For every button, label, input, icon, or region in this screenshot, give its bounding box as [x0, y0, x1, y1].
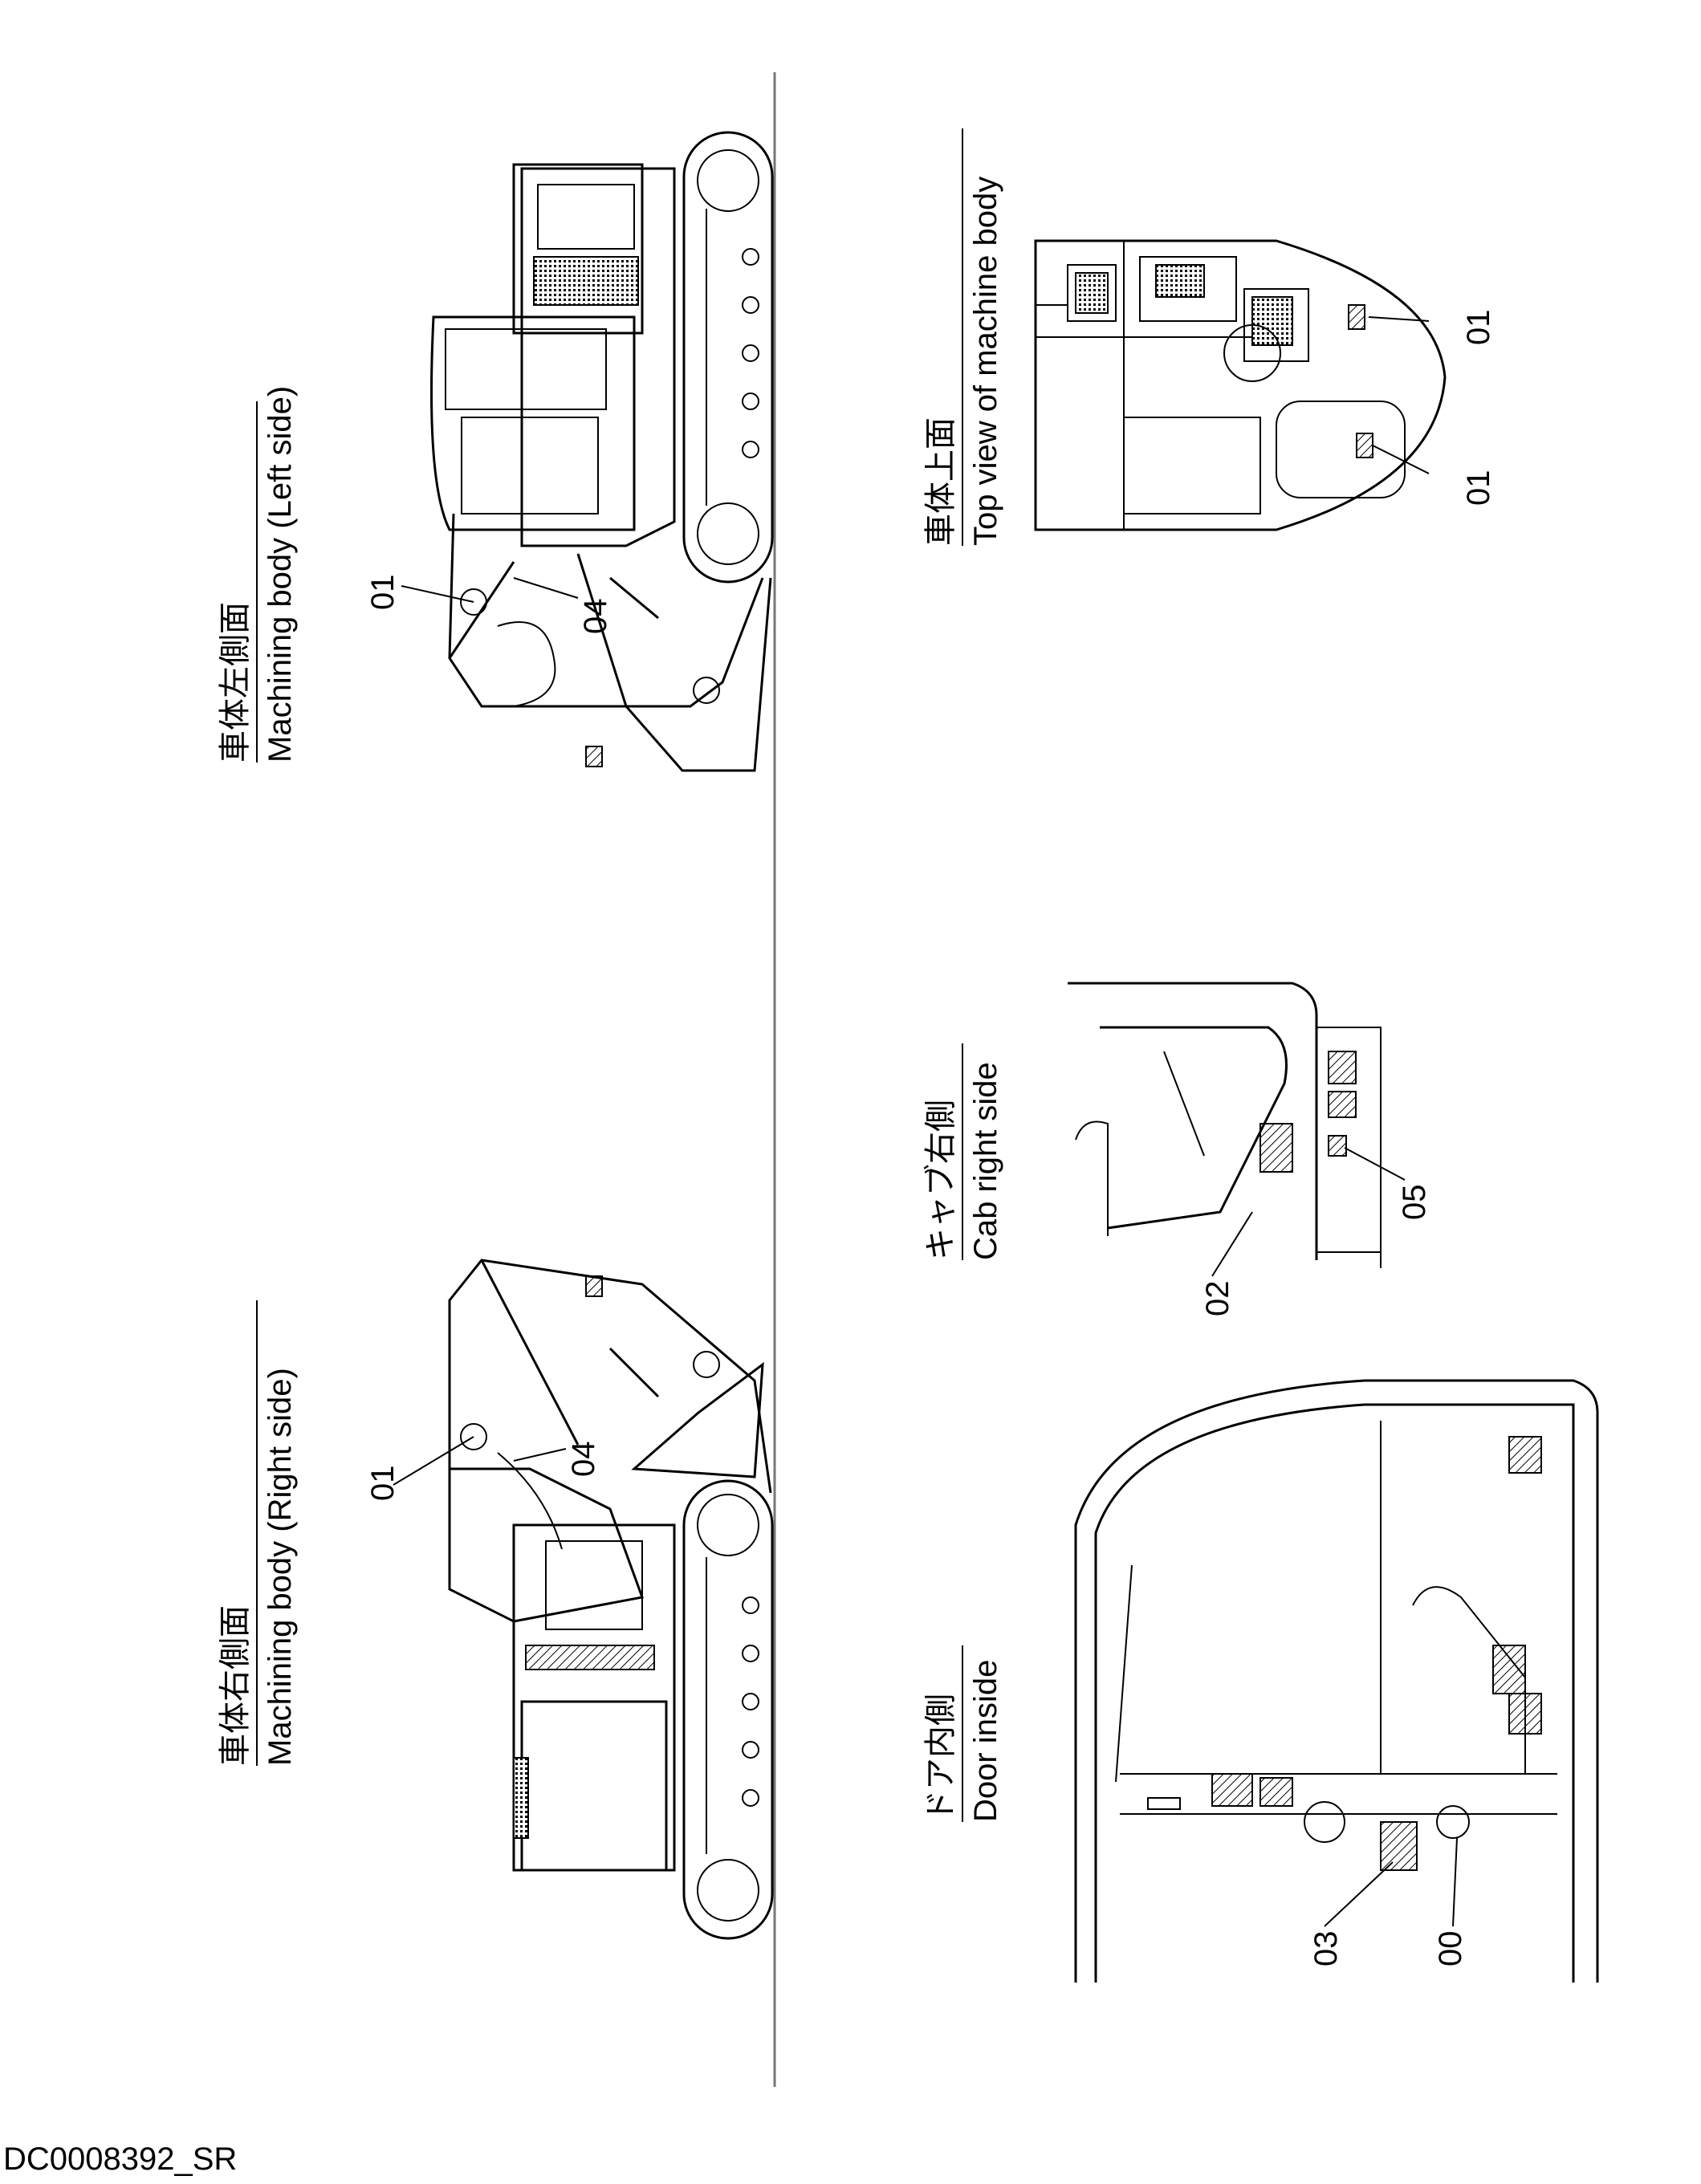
leader-left-01	[401, 585, 474, 603]
leader-right-01	[393, 1436, 474, 1486]
callout-cab-05: 05	[1397, 1185, 1432, 1221]
title-door-inside-jp: ドア内側	[922, 1694, 959, 1822]
callout-top-01a: 01	[1461, 310, 1496, 346]
title-top-view-en: Top view of machine body	[968, 177, 1003, 546]
excavator-left-side-drawing	[430, 131, 774, 772]
callout-left-04: 04	[578, 599, 613, 635]
callout-left-01: 01	[365, 575, 401, 611]
leader-door-03	[1324, 1861, 1394, 1927]
title-door-inside: ドア内側 Door inside	[922, 1645, 1003, 1822]
cab-right-side-drawing	[1068, 982, 1382, 1268]
callout-door-03: 03	[1308, 1931, 1344, 1967]
document-id: DC0008392_SR	[3, 2141, 238, 2177]
title-top-view-jp: 車体上面	[922, 417, 959, 546]
callout-right-04: 04	[566, 1442, 601, 1478]
title-cab-right-en: Cab right side	[968, 1062, 1003, 1260]
callout-top-01b: 01	[1461, 470, 1496, 506]
callout-cab-02: 02	[1200, 1281, 1235, 1317]
title-left-side: 車体左側面 Machining body (Left side)	[217, 386, 298, 763]
title-right-side-en: Machining body (Right side)	[262, 1368, 298, 1766]
callout-door-00: 00	[1433, 1931, 1468, 1967]
leader-top-01b	[1372, 445, 1430, 474]
excavator-right-side-drawing	[448, 1259, 774, 1940]
title-cab-right: キャブ右側 Cab right side	[922, 1043, 1003, 1260]
door-inside-drawing	[1074, 1379, 1599, 1983]
leader-left-04	[513, 577, 579, 599]
title-left-side-jp: 車体左側面	[217, 602, 254, 763]
title-top-view: 車体上面 Top view of machine body	[922, 128, 1003, 546]
leader-cab-02	[1211, 1211, 1253, 1277]
leader-top-01a	[1368, 316, 1430, 322]
leader-right-04	[513, 1448, 567, 1462]
title-left-side-en: Machining body (Left side)	[262, 386, 298, 763]
title-right-side-jp: 車体右側面	[217, 1605, 254, 1766]
title-right-side: 車体右側面 Machining body (Right side)	[217, 1300, 298, 1766]
title-cab-right-jp: キャブ右側	[922, 1100, 959, 1260]
title-door-inside-en: Door inside	[968, 1660, 1003, 1822]
callout-right-01: 01	[365, 1466, 401, 1502]
leader-door-00	[1452, 1837, 1458, 1927]
top-view-drawing	[1034, 239, 1447, 531]
leader-cab-05	[1344, 1147, 1406, 1181]
